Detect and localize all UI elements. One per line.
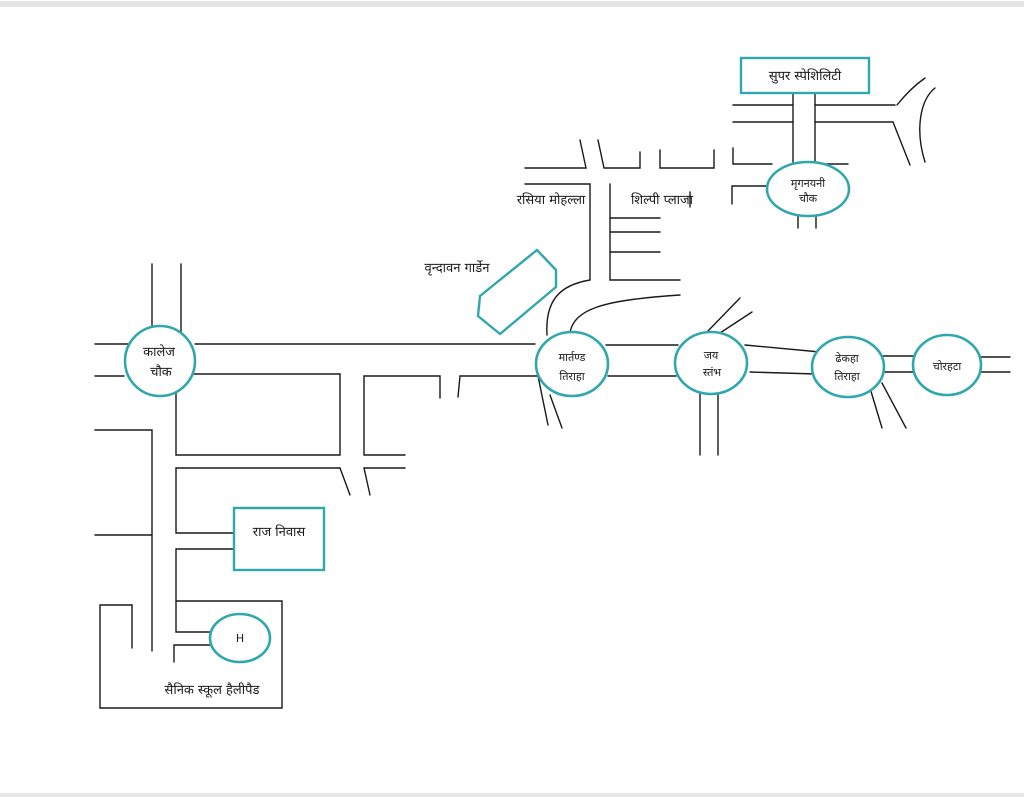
road-block <box>609 183 681 281</box>
road-stub <box>457 375 461 398</box>
vrindavan-garden-label: वृन्दावन गार्डेन <box>425 260 491 276</box>
jai-stambh-node <box>673 330 749 396</box>
chorhata-label: चोरहटा <box>933 360 962 373</box>
rasiya-mohalla-label: रसिया मोहल्ला <box>517 192 586 208</box>
mriganayani-chowk-node <box>765 160 851 218</box>
road-north-vertical <box>597 139 641 169</box>
road-northeast <box>705 297 741 334</box>
road-network <box>94 77 1011 709</box>
helipad-boundary <box>99 600 283 709</box>
road-southwest <box>549 394 563 429</box>
road-stub <box>363 467 371 496</box>
martand-label-2: तिराहा <box>559 370 584 383</box>
super-speciality-box <box>739 56 871 95</box>
road-southwest <box>537 375 549 426</box>
road-southeast <box>881 382 907 429</box>
chorhata-node <box>911 333 983 397</box>
road-north-vertical <box>659 149 715 169</box>
mriganayani-label-2: चौक <box>799 192 818 205</box>
road-stub <box>732 147 773 165</box>
road-north-vertical <box>524 139 587 169</box>
college-chowk-label-2: चौक <box>150 364 173 380</box>
vrindavan-garden-box <box>476 248 558 336</box>
sainik-helipad-label: सैनिक स्कूल हैलीपैड <box>165 682 261 698</box>
road-curve <box>896 77 926 106</box>
super-speciality-label: सुपर स्पेशिलिटी <box>769 68 842 84</box>
dhekaha-label-1: ढेकहा <box>835 352 858 365</box>
road-curve <box>919 87 936 163</box>
road-north-vertical <box>524 183 591 281</box>
road-north-curve <box>569 294 681 333</box>
road-inner <box>175 467 235 534</box>
dhekaha-tiraha-node <box>810 335 886 399</box>
jai-stambh-label-2: स्तंभ <box>703 366 722 379</box>
martand-label-1: मार्तण्ड <box>559 351 586 364</box>
road-stub <box>339 467 351 496</box>
raj-niwas-box <box>232 506 326 572</box>
road-north-curve <box>546 279 591 336</box>
dhekaha-label-2: तिराहा <box>834 370 859 383</box>
road-southeast <box>869 387 883 429</box>
martand-tiraha-node <box>534 330 610 398</box>
road-inner <box>173 644 213 663</box>
raj-niwas-label: राज निवास <box>253 524 306 540</box>
college-chowk-label-1: कालेज <box>143 344 175 360</box>
road-south-inner <box>175 373 341 456</box>
road-west-south <box>94 429 153 652</box>
east-road-south-edge <box>749 371 817 375</box>
helipad-node <box>208 612 272 664</box>
helipad-symbol: H <box>236 632 244 645</box>
jai-stambh-label-1: जय <box>704 349 719 362</box>
college-chowk-node <box>123 324 197 398</box>
east-road-north-edge <box>744 344 821 353</box>
road-curve <box>814 121 911 166</box>
shilpi-plaza-label: शिल्पी प्लाजा <box>631 192 694 208</box>
road-northeast <box>719 311 753 334</box>
mriganayani-label-1: मृगनयनी <box>791 177 825 190</box>
road-stub <box>731 185 771 205</box>
road-inner <box>175 548 211 633</box>
